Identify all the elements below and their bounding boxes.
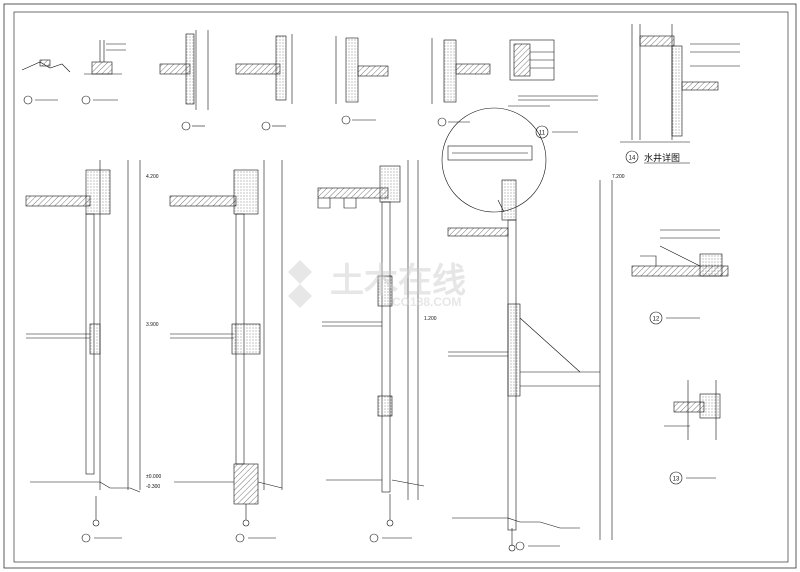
detail-3 [159, 30, 209, 131]
svg-text:7.200: 7.200 [612, 174, 625, 180]
watermark: 土木在线 CO188.COM [288, 260, 466, 309]
enlarge-circle [441, 107, 547, 213]
elevation-tags: 4.200 3.900 ±0.000 -0.300 7.200 1.200 [146, 174, 625, 490]
wall-section-3 [317, 160, 425, 543]
svg-text:1.200: 1.200 [424, 316, 437, 322]
detail-13: 13 [664, 380, 721, 485]
wall-section-1 [25, 160, 141, 543]
detail-5 [335, 36, 389, 125]
water-well-title: 水井详图 [644, 152, 680, 163]
svg-text:土木在线: 土木在线 [330, 262, 466, 300]
callout-11: 11 [535, 125, 578, 139]
svg-text:11: 11 [539, 131, 546, 137]
svg-text:4.200: 4.200 [146, 174, 159, 180]
detail-4 [235, 34, 293, 131]
detail-1 [21, 59, 71, 105]
sheet-border [3, 3, 797, 569]
detail-14-water-well [620, 24, 740, 143]
svg-text:±0.000: ±0.000 [146, 474, 161, 480]
sheet-inner-border [13, 11, 789, 563]
detail-7 [508, 39, 598, 107]
detail-12: 12 [631, 229, 729, 325]
svg-text:3.900: 3.900 [146, 322, 159, 328]
svg-text:-0.300: -0.300 [146, 484, 160, 490]
detail-6 [431, 38, 491, 127]
svg-text:CO188.COM: CO188.COM [392, 295, 461, 309]
svg-text:14: 14 [629, 156, 636, 162]
wall-section-2 [169, 160, 283, 543]
svg-text:12: 12 [653, 317, 660, 323]
detail-2 [81, 40, 126, 105]
callout-14: 14 水井详图 [625, 150, 690, 164]
svg-text:13: 13 [673, 477, 680, 483]
wall-section-4 [447, 179, 613, 552]
